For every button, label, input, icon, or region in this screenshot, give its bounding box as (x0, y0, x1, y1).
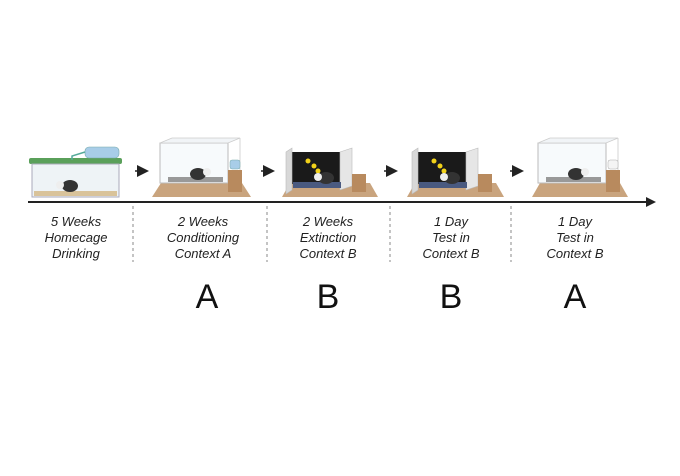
stage-2-label: 2 Weeks Conditioning Context A (143, 214, 263, 262)
stage-4-label: 1 Day Test in Context B (391, 214, 511, 262)
stage-1-detail: Drinking (52, 246, 100, 261)
stage-2-phase: Conditioning (166, 230, 240, 245)
timeline-arrowhead (646, 197, 656, 207)
homecage-icon (29, 146, 122, 198)
stage-1-duration: 5 Weeks (50, 214, 102, 229)
stage-5-phase: Test in (556, 230, 594, 245)
stage-2-detail: Context A (174, 246, 232, 261)
stage-5-context-letter: A (563, 278, 587, 316)
stage-3-label: 2 Weeks Extinction Context B (268, 214, 388, 262)
stage-2-duration: 2 Weeks (177, 214, 229, 229)
stage-3-phase: Extinction (299, 230, 357, 245)
stage-5-duration: 1 Day (558, 214, 592, 229)
dark-chamber-icon (282, 147, 378, 197)
clear-chamber-icon (152, 137, 251, 197)
stage-3-detail: Context B (299, 246, 357, 261)
stage-5-label: 1 Day Test in Context B (515, 214, 635, 262)
stage-2-context-letter: A (195, 278, 219, 316)
stage-3-duration: 2 Weeks (302, 214, 354, 229)
stage-5-detail: Context B (546, 246, 604, 261)
stage-3-context-letter: B (316, 278, 340, 316)
stage-4-context-letter: B (439, 278, 463, 316)
stage-4-duration: 1 Day (434, 214, 468, 229)
stage-1-phase: Homecage (44, 230, 108, 245)
dark-chamber-icon (407, 147, 504, 197)
stage-4-phase: Test in (432, 230, 470, 245)
stage-4-detail: Context B (422, 246, 480, 261)
stage-1-label: 5 Weeks Homecage Drinking (16, 214, 136, 262)
clear-chamber-icon (532, 137, 628, 197)
